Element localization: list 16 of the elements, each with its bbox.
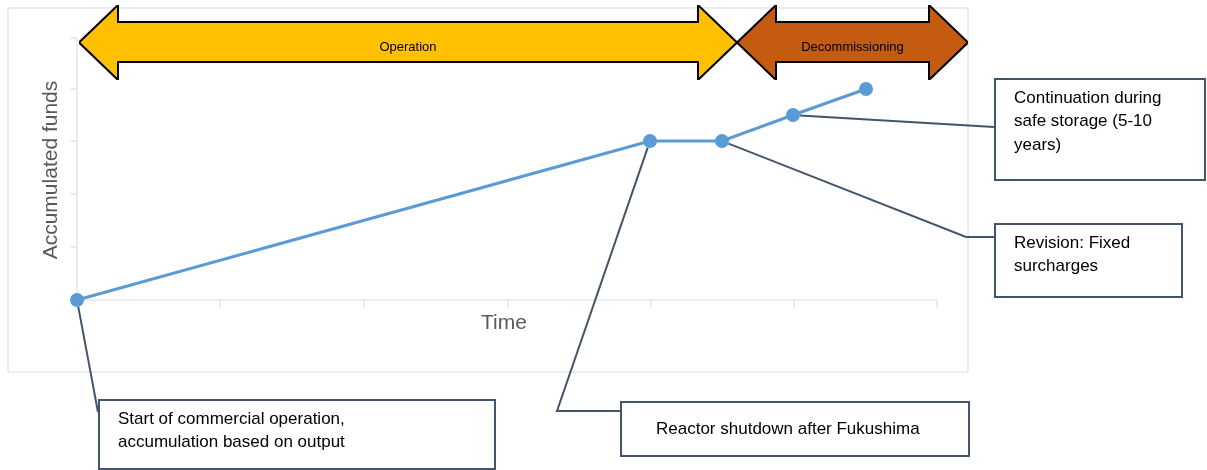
callout-box: Revision: Fixed surcharges <box>994 223 1183 298</box>
data-point <box>70 293 84 307</box>
leader-line <box>555 146 649 412</box>
data-point <box>715 134 729 148</box>
callout-box: Start of commercial operation, accumulation based on output <box>98 399 496 470</box>
axis-title: Accumulated funds <box>38 80 62 260</box>
data-point <box>786 108 800 122</box>
callout-box: Continuation during safe storage (5-10 years) <box>994 78 1206 181</box>
callout-box: Reactor shutdown after Fukushima <box>620 401 970 457</box>
phase-label: Operation <box>378 39 438 54</box>
phase-label: Decommissioning <box>800 39 905 54</box>
leader-line <box>799 114 995 128</box>
axis-title: Time <box>481 310 527 334</box>
data-point <box>643 134 657 148</box>
leader-line <box>727 142 995 238</box>
leader-line <box>77 305 99 413</box>
